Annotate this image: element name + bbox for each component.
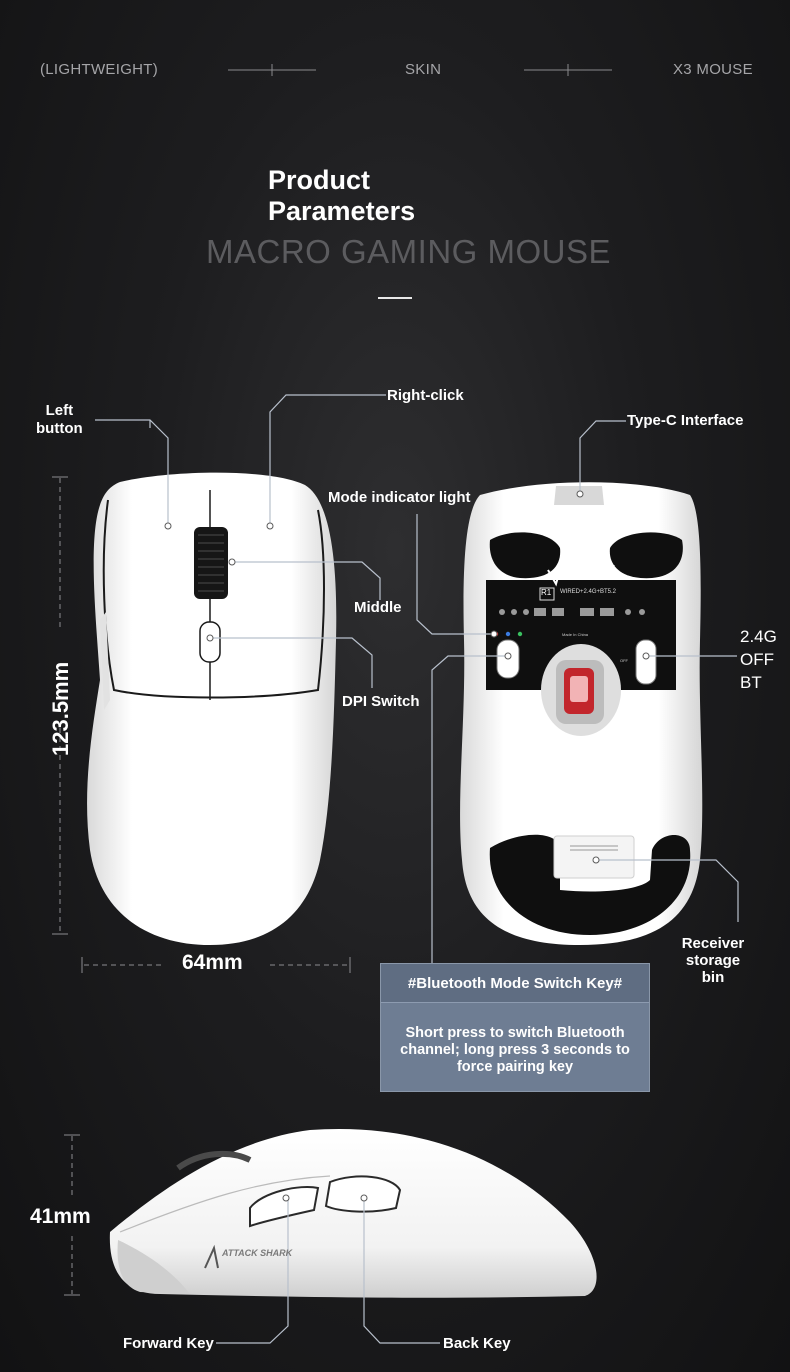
label-middle: Middle (354, 599, 402, 616)
label-mode-indicator: Mode indicator light (328, 489, 471, 506)
back-key-shape (324, 1175, 402, 1213)
label-receiver-bin: Receiver storage bin (654, 935, 772, 986)
title-underline (378, 297, 412, 299)
callout-body: Short press to switch Bluetooth channel;… (400, 1025, 630, 1075)
label-type-c: Type-C Interface (627, 412, 744, 429)
bottom-label-panel (486, 580, 676, 690)
mode-off: OFF (740, 650, 774, 669)
nav-x3-mouse: X3 MOUSE (673, 61, 753, 78)
label-back-key: Back Key (443, 1335, 511, 1352)
bluetooth-callout: #Bluetooth Mode Switch Key# Short press … (380, 963, 650, 1092)
dim-height-top: 123.5mm (48, 661, 73, 756)
mouse-bottom-view (460, 482, 703, 945)
label-left-button-line1: Left (45, 402, 74, 419)
callout-heading: #Bluetooth Mode Switch Key# (381, 964, 649, 1003)
title-line-2: Parameters (268, 196, 416, 226)
label-left-button: Left button (36, 402, 83, 438)
nav-skin: SKIN (405, 61, 442, 78)
bottom-brand: ATTACK SHARK (560, 565, 615, 572)
label-right-click: Right-click (387, 387, 464, 404)
mouse-side-view (109, 1128, 597, 1298)
label-dpi-switch: DPI Switch (342, 693, 420, 710)
mouse-top-view (87, 472, 337, 945)
bottom-connectivity: WIRED+2.4G+BT5.2 (560, 589, 617, 595)
switch-off-print: OFF (620, 658, 628, 663)
side-brand: ATTACK SHARK (222, 1248, 293, 1258)
mode-switch (635, 639, 657, 685)
label-receiver-line1: Receiver storage (681, 935, 745, 969)
forward-key-shape (249, 1186, 320, 1228)
dim-height-side: 41mm (30, 1205, 91, 1228)
receiver-bin (553, 835, 635, 879)
label-left-button-line2: button (36, 420, 83, 437)
label-receiver-line2: bin (701, 969, 725, 986)
nav-lightweight: (LIGHTWEIGHT) (40, 61, 159, 78)
bottom-model: R1 (541, 588, 552, 597)
dim-width: 64mm (182, 951, 243, 974)
bottom-made-in: Made In China (562, 632, 589, 637)
mode-switch-labels: 2.4G OFF BT (740, 625, 777, 694)
page-subtitle: MACRO GAMING MOUSE (206, 233, 612, 270)
scroll-wheel (194, 527, 228, 599)
title-line-1: Product (268, 165, 371, 195)
mode-24g: 2.4G (740, 627, 777, 646)
mode-bt: BT (740, 673, 762, 692)
page-title: Product Parameters (268, 165, 415, 227)
label-forward-key: Forward Key (123, 1335, 214, 1352)
nav-dividers (228, 64, 612, 76)
dpi-button (199, 621, 221, 663)
